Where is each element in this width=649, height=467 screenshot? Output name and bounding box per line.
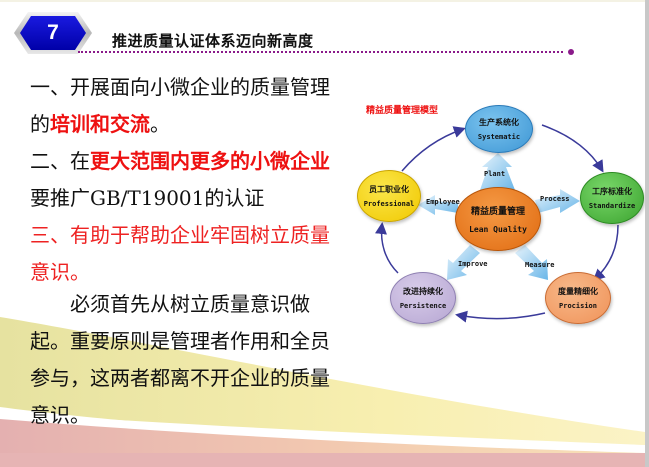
diagram-title: 精益质量管理模型 (366, 106, 439, 116)
point-two: 二、在更大范围内更多的小微企业要推广GB/T19001的认证 (30, 143, 340, 217)
arrow-label-process: Process (540, 195, 570, 203)
point-one-highlight: 培训和交流 (50, 112, 150, 136)
title-underline (78, 51, 563, 53)
title-underline-endpoint (568, 49, 574, 55)
node-persistence-cn: 改进持续化 (403, 287, 443, 296)
node-professional-cn: 员工职业化 (369, 185, 409, 194)
node-lean-quality-en: Lean Quality (469, 225, 527, 234)
node-procision-cn: 度量精细化 (558, 287, 598, 296)
window-right-border (645, 0, 649, 467)
point-one: 一、开展面向小微企业的质量管理的培训和交流。 (30, 69, 340, 143)
point-one-prefix: 一、开展面向小微企业的质量管理的 (30, 75, 330, 136)
point-two-highlight: 更大范围内更多的小微企业 (90, 149, 330, 173)
node-standardize-en: Standardize (588, 202, 636, 210)
section-number-badge: 7 (14, 12, 92, 54)
node-persistence: 改进持续化 Persistence (390, 272, 456, 324)
arrow-label-improve: Improve (458, 260, 488, 268)
node-professional-en: Professional (363, 200, 415, 208)
diagram-arrows (375, 124, 619, 323)
top-strip (0, 0, 645, 2)
point-two-prefix: 二、在 (30, 149, 90, 173)
arrow-label-measure: Measure (525, 261, 555, 269)
point-two-suffix: 要推广GB/T19001的认证 (30, 186, 265, 210)
point-one-suffix: 。 (150, 112, 170, 136)
node-professional: 员工职业化 Professional (357, 170, 421, 222)
node-systematic: 生产系统化 Systematic (465, 105, 533, 153)
node-procision-en: Procision (559, 302, 597, 310)
page-title: 推进质量认证体系迈向新高度 (112, 32, 314, 50)
node-persistence-en: Persistence (399, 302, 447, 310)
node-standardize: 工序标准化 Standardize (580, 172, 644, 224)
point-three: 三、有助于帮助企业牢固树立质量意识。 (30, 223, 330, 284)
node-procision: 度量精细化 Procision (545, 272, 611, 324)
explanation-paragraph: 必须首先从树立质量意识做起。重要原则是管理者作用和全员参与，这两者都离不开企业的… (30, 292, 330, 427)
arrow-label-plant: Plant (484, 170, 506, 178)
node-lean-quality: 精益质量管理 Lean Quality (455, 187, 541, 251)
lean-quality-model-diagram: 精益质量管理模型 Plant (350, 95, 644, 345)
section-number: 7 (47, 21, 59, 44)
node-systematic-cn: 生产系统化 (479, 118, 519, 127)
node-standardize-cn: 工序标准化 (592, 187, 632, 196)
node-systematic-en: Systematic (477, 133, 521, 141)
arrow-label-employee: Employee (426, 198, 460, 206)
node-lean-quality-cn: 精益质量管理 (470, 207, 525, 217)
